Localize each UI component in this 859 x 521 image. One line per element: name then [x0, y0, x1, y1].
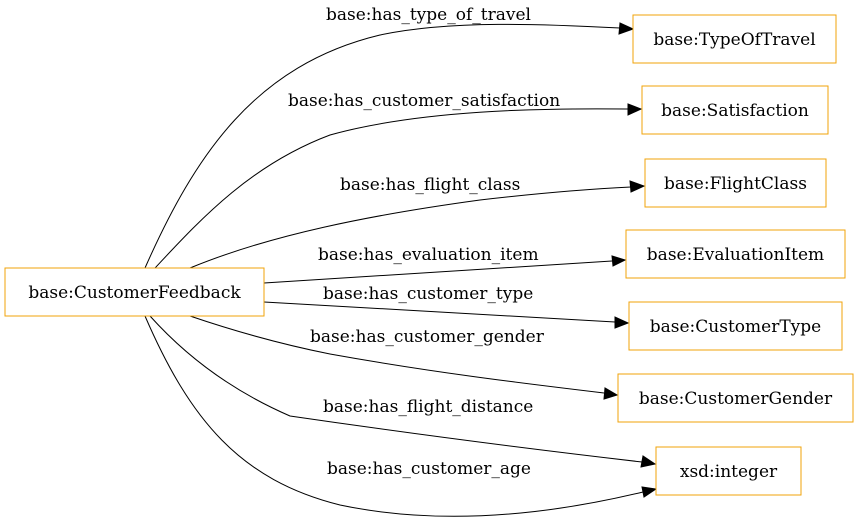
node-box — [4, 267, 265, 317]
edge-has-evaluation-item: base:has_evaluation_item — [263, 245, 627, 284]
edge-line — [189, 186, 632, 269]
arrowhead-icon — [614, 316, 630, 329]
node-label: base:CustomerGender — [639, 389, 833, 409]
node-label: base:Satisfaction — [661, 101, 809, 121]
node-customer-type: base:CustomerType — [628, 301, 843, 351]
node-flight-class: base:FlightClass — [644, 158, 827, 208]
edge-label: base:has_flight_class — [340, 175, 520, 195]
node-customer-feedback: base:CustomerFeedback — [4, 267, 265, 317]
edge-label: base:has_customer_satisfaction — [288, 91, 560, 111]
arrowhead-icon — [629, 180, 646, 193]
node-box — [632, 14, 837, 64]
edge-line — [263, 301, 616, 323]
arrowhead-icon — [603, 387, 619, 400]
node-satisfaction: base:Satisfaction — [641, 85, 829, 135]
edge-line — [144, 315, 644, 517]
node-box — [617, 373, 854, 423]
edge-has-customer-satisfaction: base:has_customer_satisfaction — [154, 91, 643, 269]
edge-label: base:has_flight_distance — [323, 397, 533, 417]
edge-label: base:has_type_of_travel — [326, 5, 531, 25]
edge-label: base:has_customer_age — [327, 459, 531, 479]
edge-has-flight-distance: base:has_flight_distance — [149, 315, 657, 468]
node-customer-gender: base:CustomerGender — [617, 373, 854, 423]
edge-has-customer-gender: base:has_customer_gender — [189, 315, 619, 400]
node-xsd-integer: xsd:integer — [655, 446, 802, 496]
node-box — [625, 229, 846, 279]
node-box — [644, 158, 827, 208]
node-label: base:TypeOfTravel — [653, 30, 815, 50]
node-label: base:FlightClass — [664, 174, 807, 194]
edge-has-customer-age: base:has_customer_age — [144, 315, 658, 517]
edge-has-flight-class: base:has_flight_class — [189, 175, 646, 269]
edge-has-customer-type: base:has_customer_type — [263, 284, 630, 329]
edge-has-type-of-travel: base:has_type_of_travel — [144, 5, 635, 269]
node-type-of-travel: base:TypeOfTravel — [632, 14, 837, 64]
node-box — [641, 85, 829, 135]
arrowhead-icon — [627, 103, 643, 116]
node-label: xsd:integer — [680, 462, 778, 482]
node-box — [655, 446, 802, 496]
node-label: base:CustomerFeedback — [28, 283, 241, 303]
edge-line — [154, 108, 629, 269]
edge-line — [189, 315, 605, 394]
edge-label: base:has_customer_type — [323, 284, 533, 304]
edge-label: base:has_evaluation_item — [318, 245, 539, 265]
node-label: base:CustomerType — [650, 317, 821, 337]
node-box — [628, 301, 843, 351]
node-evaluation-item: base:EvaluationItem — [625, 229, 846, 279]
arrowhead-icon — [611, 255, 627, 267]
node-label: base:EvaluationItem — [647, 245, 824, 265]
arrowhead-icon — [640, 455, 657, 468]
edge-line — [144, 23, 621, 269]
arrowhead-icon — [641, 486, 658, 498]
arrowhead-icon — [618, 22, 635, 35]
edge-label: base:has_customer_gender — [310, 327, 545, 347]
edge-line — [149, 315, 643, 463]
